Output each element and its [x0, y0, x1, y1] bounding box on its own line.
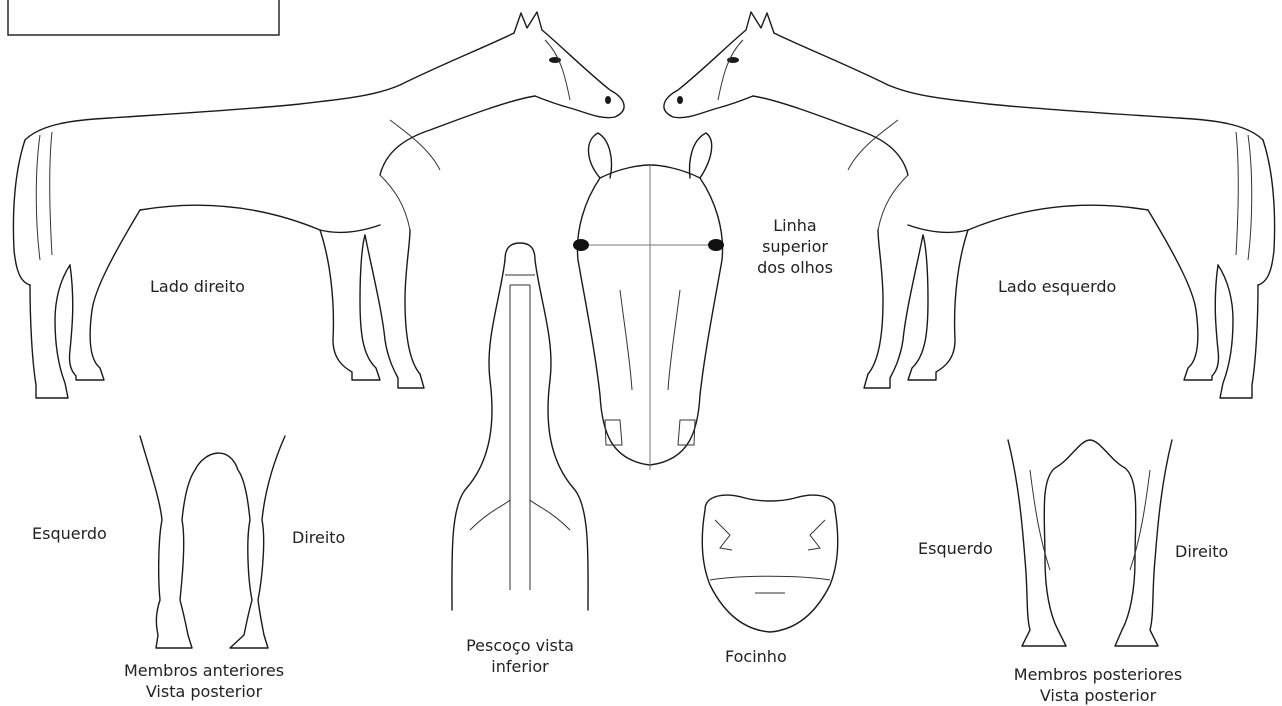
- neck-caption-line-1: Pescoço vista: [440, 635, 600, 656]
- top-left-box: [8, 0, 279, 35]
- horse-head-front-view: [573, 133, 724, 470]
- hind-caption-line-1: Membros posteriores: [988, 664, 1208, 685]
- label-hind-right: Direito: [1175, 541, 1228, 562]
- caption-neck: Pescoço vista inferior: [440, 635, 600, 677]
- label-front-right: Direito: [292, 527, 345, 548]
- label-hind-left: Esquerdo: [918, 538, 993, 559]
- caption-front-legs: Membros anteriores Vista posterior: [104, 660, 304, 702]
- horse-right-side-outline: [13, 12, 624, 398]
- front-caption-line-1: Membros anteriores: [104, 660, 304, 681]
- front-legs-posterior-view: [140, 436, 285, 648]
- neck-ventral-view: [452, 243, 588, 610]
- eye-line-line-3: dos olhos: [745, 257, 845, 278]
- label-front-left: Esquerdo: [32, 523, 107, 544]
- neck-caption-line-2: inferior: [440, 656, 600, 677]
- horse-left-side-outline: [664, 12, 1275, 398]
- caption-muzzle: Focinho: [725, 646, 787, 667]
- caption-hind-legs: Membros posteriores Vista posterior: [988, 664, 1208, 706]
- front-caption-line-2: Vista posterior: [104, 681, 304, 702]
- label-left-side: Lado esquerdo: [998, 276, 1116, 297]
- eye-line-line-2: superior: [745, 236, 845, 257]
- muzzle-front-view: [702, 495, 837, 632]
- label-right-side: Lado direito: [150, 276, 245, 297]
- eye-line-line-1: Linha: [745, 215, 845, 236]
- hind-legs-posterior-view: [1008, 440, 1172, 646]
- label-eye-line: Linha superior dos olhos: [745, 215, 845, 278]
- hind-caption-line-2: Vista posterior: [988, 685, 1208, 706]
